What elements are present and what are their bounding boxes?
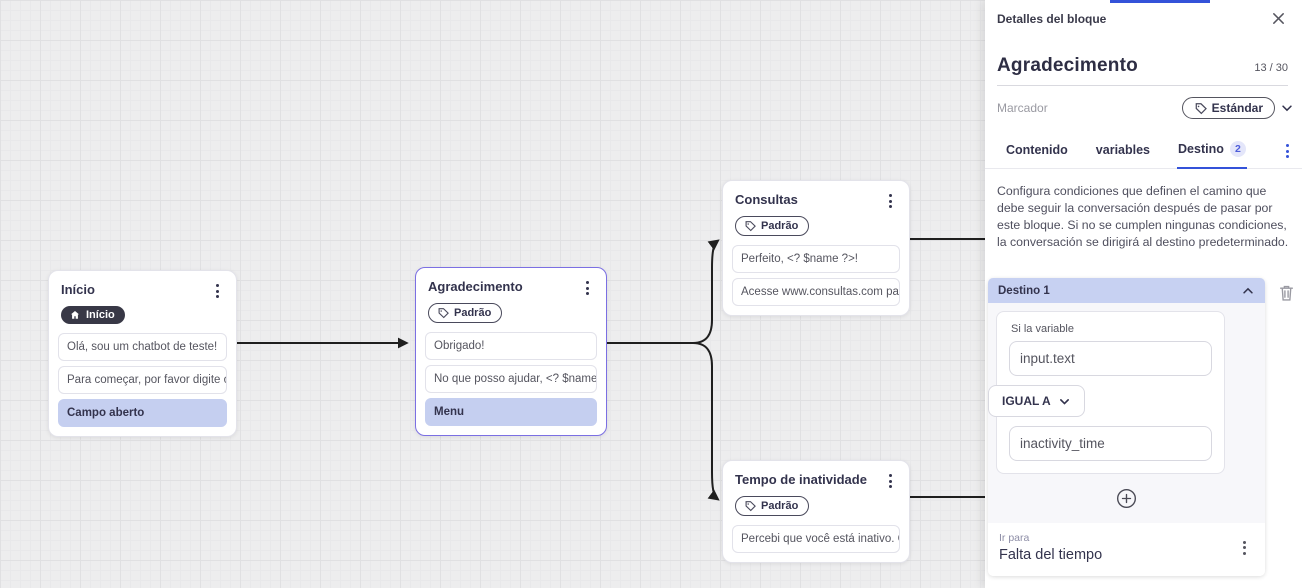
operator-value: IGUAL A bbox=[1002, 394, 1051, 408]
tag-icon bbox=[745, 221, 756, 232]
node-title: Tempo de inatividade bbox=[735, 472, 867, 487]
destination-card-header[interactable]: Destino 1 bbox=[988, 278, 1265, 303]
destination-card: Destino 1 Si la variable IGUAL A bbox=[988, 278, 1265, 576]
node-menu-item[interactable]: Menu bbox=[425, 398, 597, 426]
add-condition-button[interactable] bbox=[1114, 486, 1139, 511]
plus-circle-icon bbox=[1116, 488, 1137, 509]
flow-node-agradecimento[interactable]: Agradecimento Padrão Obrigado! No que po… bbox=[415, 267, 607, 436]
flow-node-inicio[interactable]: Início Início Olá, sou um chatbot de tes… bbox=[48, 270, 237, 437]
node-title: Agradecimento bbox=[428, 279, 523, 294]
tag-icon bbox=[745, 501, 756, 512]
tab-contenido[interactable]: Contenido bbox=[1006, 143, 1068, 157]
node-message[interactable]: Obrigado! bbox=[425, 332, 597, 360]
close-icon[interactable] bbox=[1269, 9, 1288, 28]
node-title: Início bbox=[61, 282, 95, 297]
node-message[interactable]: No que posso ajudar, <? $name ... bbox=[425, 365, 597, 393]
panel-tabs: Contenido variables Destino 2 bbox=[985, 132, 1302, 169]
tab-destino-count-badge: 2 bbox=[1229, 141, 1246, 157]
condition-label: Si la variable bbox=[1011, 323, 1074, 335]
tab-variables[interactable]: variables bbox=[1095, 143, 1151, 157]
home-icon bbox=[70, 310, 80, 319]
node-type-badge: Padrão bbox=[428, 303, 503, 323]
tag-icon bbox=[438, 308, 449, 319]
node-title: Consultas bbox=[735, 192, 798, 207]
tabs-menu-icon[interactable] bbox=[1281, 142, 1294, 160]
node-message[interactable]: Olá, sou um chatbot de teste! bbox=[58, 333, 227, 361]
node-message[interactable]: Percebi que você está inativo. C... bbox=[732, 525, 900, 553]
panel-top-accent-strip bbox=[1110, 0, 1210, 3]
node-open-field-item[interactable]: Campo aberto bbox=[58, 399, 227, 427]
marker-select[interactable]: Estándar bbox=[1181, 97, 1275, 119]
destination-title: Destino 1 bbox=[998, 284, 1050, 297]
edge-to-consultas bbox=[692, 239, 720, 344]
node-menu-icon[interactable] bbox=[884, 192, 897, 210]
operator-select[interactable]: IGUAL A bbox=[988, 385, 1085, 417]
node-menu-icon[interactable] bbox=[581, 279, 594, 297]
goto-menu-icon[interactable] bbox=[1238, 539, 1251, 557]
condition-card: Si la variable IGUAL A bbox=[988, 311, 1225, 474]
flow-node-consultas[interactable]: Consultas Padrão Perfeito, <? $name ?>! … bbox=[722, 180, 910, 316]
destination-description: Configura condiciones que definen el cam… bbox=[997, 184, 1289, 249]
node-badge-label: Padrão bbox=[761, 220, 799, 232]
edge-to-tempo bbox=[692, 342, 720, 501]
node-badge-label: Início bbox=[86, 309, 115, 321]
block-details-panel: Detalles del bloque Agradecimento 13 / 3… bbox=[985, 0, 1302, 588]
delete-destination-button[interactable] bbox=[1276, 282, 1297, 304]
node-type-badge: Início bbox=[61, 306, 125, 324]
variable-input[interactable] bbox=[1009, 341, 1212, 376]
node-menu-icon[interactable] bbox=[884, 472, 897, 490]
compare-value-input[interactable] bbox=[1009, 426, 1212, 461]
node-menu-icon[interactable] bbox=[211, 282, 224, 300]
chevron-down-icon bbox=[1059, 398, 1069, 405]
tab-destino-label: Destino bbox=[1178, 142, 1224, 156]
char-counter: 13 / 30 bbox=[1254, 62, 1288, 74]
block-name-input[interactable]: Agradecimento bbox=[997, 55, 1138, 76]
goto-value: Falta del tiempo bbox=[999, 547, 1103, 563]
node-message[interactable]: Perfeito, <? $name ?>! bbox=[732, 245, 900, 273]
node-type-badge: Padrão bbox=[735, 216, 810, 236]
trash-icon bbox=[1279, 285, 1294, 301]
tag-icon bbox=[1195, 102, 1207, 114]
marker-label: Marcador bbox=[997, 101, 1048, 115]
goto-row: Ir para Falta del tiempo bbox=[988, 523, 1265, 576]
node-message[interactable]: Para começar, por favor digite o ... bbox=[58, 366, 227, 394]
marker-value: Estándar bbox=[1211, 101, 1263, 115]
node-badge-label: Padrão bbox=[761, 500, 799, 512]
node-message[interactable]: Acesse www.consultas.com par... bbox=[732, 278, 900, 306]
chevron-down-icon[interactable] bbox=[1280, 101, 1294, 115]
flow-node-tempo-inatividade[interactable]: Tempo de inatividade Padrão Percebi que … bbox=[722, 460, 910, 563]
node-badge-label: Padrão bbox=[454, 307, 492, 319]
node-type-badge: Padrão bbox=[735, 496, 810, 516]
tab-destino[interactable]: Destino 2 bbox=[1177, 132, 1247, 169]
chevron-up-icon[interactable] bbox=[1241, 284, 1255, 298]
goto-label: Ir para bbox=[999, 532, 1030, 544]
panel-title: Detalles del bloque bbox=[997, 11, 1107, 26]
